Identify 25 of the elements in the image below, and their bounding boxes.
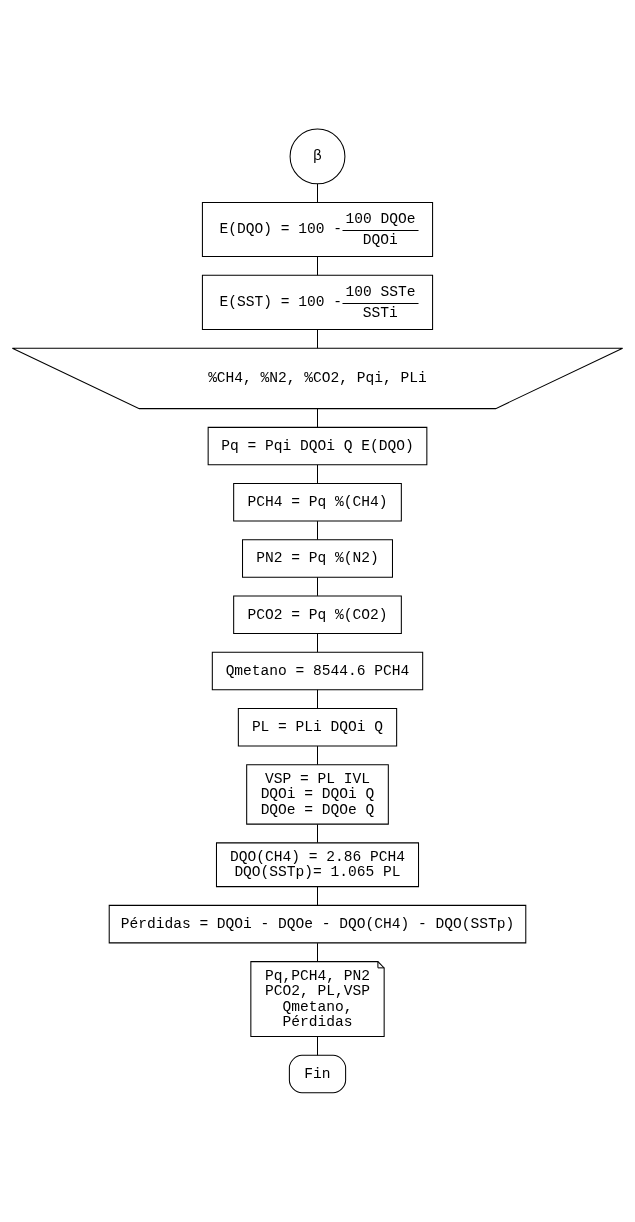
connector xyxy=(317,689,318,709)
connector xyxy=(317,886,318,906)
node-box: Pq = Pqi DQOi Q E(DQO) xyxy=(207,426,428,466)
node-box: VSP = PL IVL DQOi = DQOi Q DQOe = DQOe Q xyxy=(246,764,389,825)
node-box: Pérdidas = DQOi - DQOe - DQO(CH4) - DQO(SSTp) xyxy=(108,904,527,944)
connector xyxy=(317,329,318,349)
connector xyxy=(317,633,318,653)
node-box: DQO(CH4) = 2.86 PCH4 DQO(SSTp)= 1.065 PL xyxy=(215,842,420,888)
connector xyxy=(317,942,318,962)
connector xyxy=(317,408,318,428)
connector xyxy=(317,1036,318,1056)
node-box: PN2 = Pq %(N2) xyxy=(242,539,393,578)
node-box: PL = PLi DQOi Q xyxy=(237,708,398,747)
node-box: Fin xyxy=(288,1054,347,1094)
connector xyxy=(317,183,318,203)
connector xyxy=(317,576,318,597)
node-box: Qmetano = 8544.6 PCH4 xyxy=(211,651,424,691)
connector xyxy=(317,520,318,541)
node-box: PCH4 = Pq %(CH4) xyxy=(233,483,402,522)
node-circle: β xyxy=(289,128,346,185)
connector xyxy=(317,745,318,766)
connector xyxy=(317,256,318,276)
connector xyxy=(317,464,318,484)
node-box: PCO2 = Pq %(CO2) xyxy=(233,595,402,635)
connector xyxy=(317,823,318,844)
